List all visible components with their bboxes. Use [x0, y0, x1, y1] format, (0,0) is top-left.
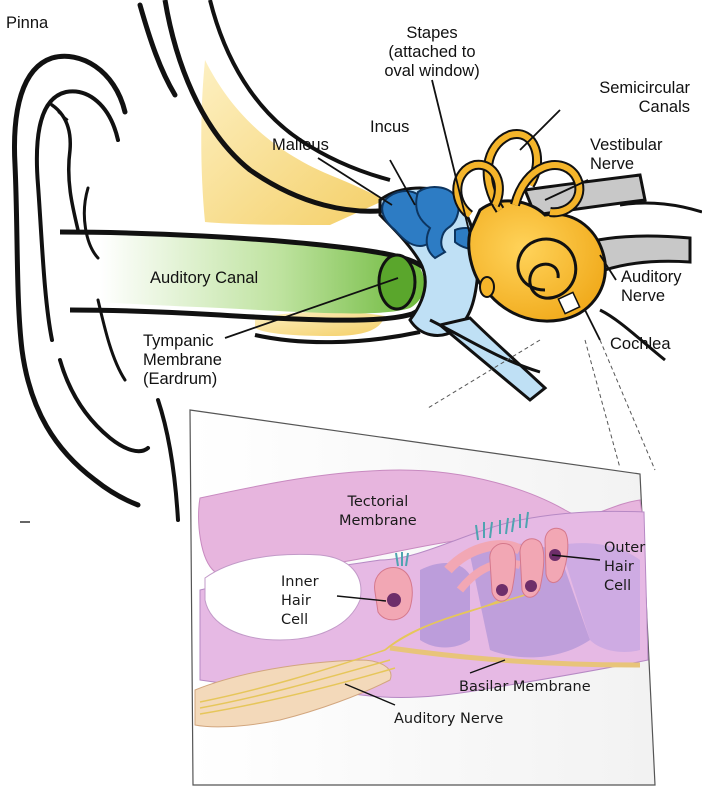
label-outer-hair-cell: Outer Hair Cell	[604, 539, 645, 596]
label-vestibular-nerve: Vestibular Nerve	[590, 136, 662, 174]
stapes-line-1: Stapes	[366, 24, 498, 43]
semicircular-line-2: Canals	[560, 98, 690, 117]
auditory-canal-text: Auditory Canal	[150, 269, 258, 288]
inner-hair-line-3: Cell	[281, 611, 319, 630]
label-tympanic-membrane: Tympanic Membrane (Eardrum)	[143, 332, 222, 389]
vestibular-line-2: Nerve	[590, 155, 662, 174]
temporal-bone-lower	[255, 312, 385, 336]
label-malleus: Malleus	[272, 136, 329, 155]
tectorial-line-1: Tectorial	[339, 493, 417, 512]
label-stapes: Stapes (attached to oval window)	[366, 24, 498, 81]
label-basilar-membrane: Basilar Membrane	[459, 678, 591, 697]
pinna-text: Pinna	[6, 14, 48, 33]
malleus-text: Malleus	[272, 136, 329, 155]
basilar-text: Basilar Membrane	[459, 678, 591, 697]
auditory-nerve-inset-text: Auditory Nerve	[394, 710, 503, 729]
tectorial-line-2: Membrane	[339, 512, 417, 531]
auditory-nerve-shape	[598, 236, 690, 270]
label-tectorial-membrane: Tectorial Membrane	[339, 493, 417, 531]
semicircular-line-1: Semicircular	[560, 79, 690, 98]
tympanic-line-2: Membrane	[143, 351, 222, 370]
label-auditory-nerve-inset: Auditory Nerve	[394, 710, 503, 729]
stapes-line-3: oval window)	[366, 62, 498, 81]
auditory-nerve-top-line-1: Auditory	[621, 268, 682, 287]
outer-hair-line-3: Cell	[604, 577, 645, 596]
inner-hair-line-1: Inner	[281, 573, 319, 592]
label-incus: Incus	[370, 118, 409, 137]
label-auditory-nerve-top: Auditory Nerve	[621, 268, 682, 306]
label-cochlea: Cochlea	[610, 335, 671, 354]
eustachian-tube	[440, 318, 545, 400]
outer-hair-line-1: Outer	[604, 539, 645, 558]
label-inner-hair-cell: Inner Hair Cell	[281, 573, 319, 630]
cochlea-text: Cochlea	[610, 335, 671, 354]
tympanic-line-1: Tympanic	[143, 332, 222, 351]
outer-hair-line-2: Hair	[604, 558, 645, 577]
incus-text: Incus	[370, 118, 409, 137]
auditory-nerve-top-line-2: Nerve	[621, 287, 682, 306]
tympanic-line-3: (Eardrum)	[143, 370, 222, 389]
label-pinna: Pinna	[6, 14, 48, 33]
stapes-line-2: (attached to	[366, 43, 498, 62]
label-auditory-canal: Auditory Canal	[150, 269, 258, 288]
label-semicircular-canals: Semicircular Canals	[560, 79, 690, 117]
vestibular-line-1: Vestibular	[590, 136, 662, 155]
inner-hair-line-2: Hair	[281, 592, 319, 611]
